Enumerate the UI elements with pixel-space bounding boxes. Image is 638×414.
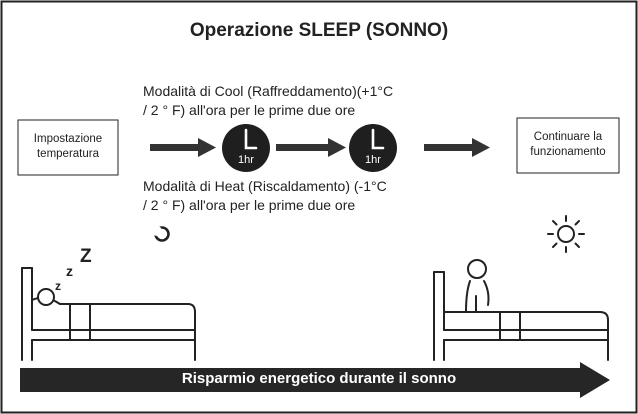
clock-icon: 1hr (349, 124, 397, 172)
z-large: Z (80, 246, 92, 267)
sun-icon (547, 215, 585, 253)
heat-description-line1: Modalità di Heat (Riscaldamento) (-1°C (143, 178, 387, 194)
page-title: Operazione SLEEP (SONNO) (189, 20, 449, 41)
arrow-icon (276, 138, 346, 157)
start-box (17, 119, 119, 176)
energy-saving-banner: Risparmio energetico durante il sonno (181, 370, 457, 387)
start-box-line2: temperatura (36, 148, 99, 160)
end-box-line1: Continuare la (533, 131, 603, 143)
cool-description: Modalità di Cool (Raffreddamento)(+1°C /… (143, 82, 393, 120)
cool-description-line2: / 2 ° F) all'ora per le prime due ore (143, 102, 356, 118)
bed-icon (433, 259, 609, 361)
start-box-line1: Impostazione (33, 133, 103, 145)
sleep-z-icon: z z Z (55, 246, 92, 293)
z-medium: z (66, 263, 73, 279)
bed-icon (21, 267, 196, 361)
moon-icon (152, 226, 170, 242)
end-box (516, 117, 620, 174)
arrow-icon (20, 362, 610, 398)
timer-label: 1hr (365, 154, 381, 166)
cool-description-line1: Modalità di Cool (Raffreddamento)(+1°C (143, 83, 394, 99)
arrow-icon (424, 138, 490, 157)
end-box-label: Continuare la funzionamento (517, 130, 619, 160)
start-box-label: Impostazione temperatura (18, 132, 118, 162)
arrow-icon (150, 138, 216, 157)
end-box-line2: funzionamento (530, 146, 606, 158)
heat-description: Modalità di Heat (Riscaldamento) (-1°C /… (143, 177, 387, 215)
timer-label: 1hr (238, 154, 254, 166)
z-small: z (55, 279, 61, 293)
heat-description-line2: / 2 ° F) all'ora per le prime due ore (143, 197, 356, 213)
clock-icon: 1hr (222, 124, 270, 172)
